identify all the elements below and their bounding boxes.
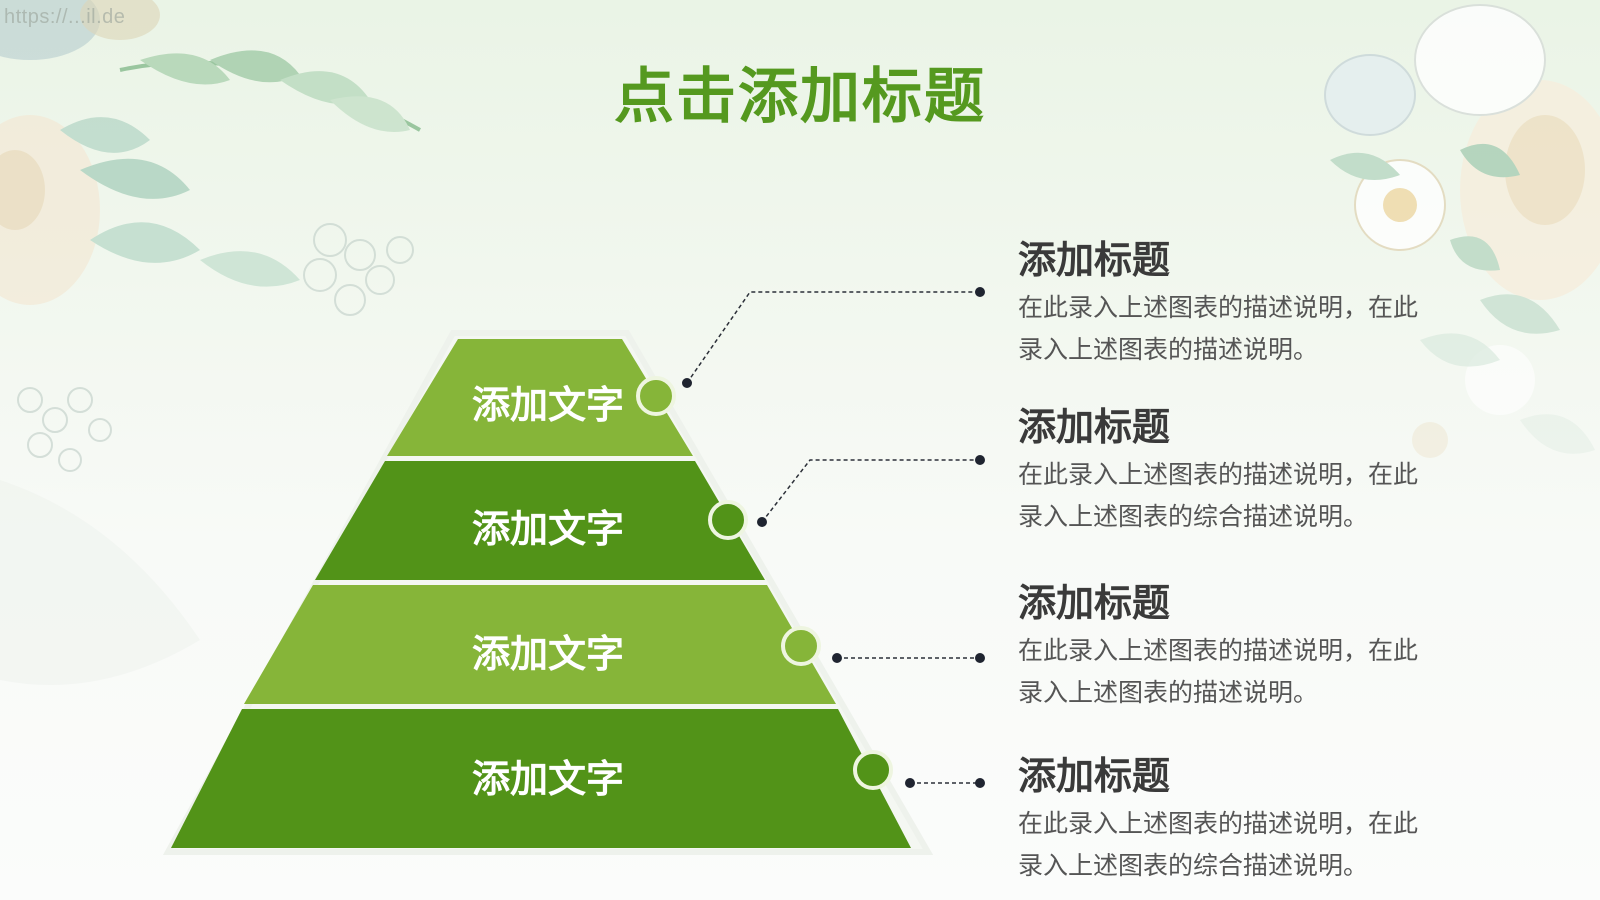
connector-2-end-dot-icon	[975, 455, 985, 465]
info-item-title[interactable]: 添加标题	[1018, 581, 1171, 625]
info-item-desc-line: 在此录入上述图表的描述说明，在此	[1018, 809, 1419, 838]
info-item-desc[interactable]: 在此录入上述图表的描述说明，在此 录入上述图表的综合描述说明。	[1018, 803, 1478, 887]
pyramid-layer-1-label[interactable]: 添加文字	[471, 383, 624, 427]
connector-4-end-dot-icon	[975, 778, 985, 788]
info-item-desc-line: 录入上述图表的综合描述说明。	[1018, 851, 1369, 880]
slide-title[interactable]: 点击添加标题	[614, 62, 986, 132]
connector-2-start-dot-icon	[757, 517, 767, 527]
info-item-2: 添加标题 在此录入上述图表的描述说明，在此 录入上述图表的综合描述说明。	[1018, 404, 1478, 538]
info-item-desc-line: 录入上述图表的描述说明。	[1018, 678, 1319, 707]
info-item-4: 添加标题 在此录入上述图表的描述说明，在此 录入上述图表的综合描述说明。	[1018, 753, 1478, 887]
info-item-desc[interactable]: 在此录入上述图表的描述说明，在此 录入上述图表的描述说明。	[1018, 287, 1478, 371]
info-item-desc[interactable]: 在此录入上述图表的描述说明，在此 录入上述图表的描述说明。	[1018, 630, 1478, 714]
connector-1-end-dot-icon	[975, 287, 985, 297]
connector-4-start-dot-icon	[905, 778, 915, 788]
pyramid-layer-2[interactable]	[315, 461, 765, 580]
pyramid-layer-4-label[interactable]: 添加文字	[471, 757, 624, 801]
info-item-desc-line: 录入上述图表的描述说明。	[1018, 335, 1319, 364]
info-item-title[interactable]: 添加标题	[1018, 405, 1171, 449]
layer-2-circle-icon	[708, 500, 748, 540]
info-item-3: 添加标题 在此录入上述图表的描述说明，在此 录入上述图表的描述说明。	[1018, 580, 1478, 714]
connector-1-start-dot-icon	[682, 378, 692, 388]
watermark-text: https://...il.de	[4, 6, 126, 28]
info-item-desc-line: 在此录入上述图表的描述说明，在此	[1018, 636, 1419, 665]
info-item-title[interactable]: 添加标题	[1018, 754, 1171, 798]
connector-3-start-dot-icon	[832, 653, 842, 663]
layer-3-circle-icon	[781, 626, 821, 666]
pyramid-layer-3[interactable]	[244, 585, 836, 704]
info-item-desc[interactable]: 在此录入上述图表的描述说明，在此 录入上述图表的综合描述说明。	[1018, 454, 1478, 538]
info-item-desc-line: 在此录入上述图表的描述说明，在此	[1018, 460, 1419, 489]
layer-1-circle-icon	[636, 376, 676, 416]
pyramid-diagram	[162, 330, 934, 855]
pyramid-layer-4[interactable]	[171, 709, 911, 848]
info-item-desc-line: 在此录入上述图表的描述说明，在此	[1018, 293, 1419, 322]
pyramid-layer-1[interactable]	[387, 339, 693, 456]
pyramid-layer-3-label[interactable]: 添加文字	[471, 632, 624, 676]
pyramid-layer-2-label[interactable]: 添加文字	[471, 507, 624, 551]
connector-3-end-dot-icon	[975, 653, 985, 663]
layer-4-circle-icon	[853, 750, 893, 790]
info-item-desc-line: 录入上述图表的综合描述说明。	[1018, 502, 1369, 531]
info-item-1: 添加标题 在此录入上述图表的描述说明，在此 录入上述图表的描述说明。	[1018, 237, 1478, 371]
info-item-title[interactable]: 添加标题	[1018, 238, 1171, 282]
